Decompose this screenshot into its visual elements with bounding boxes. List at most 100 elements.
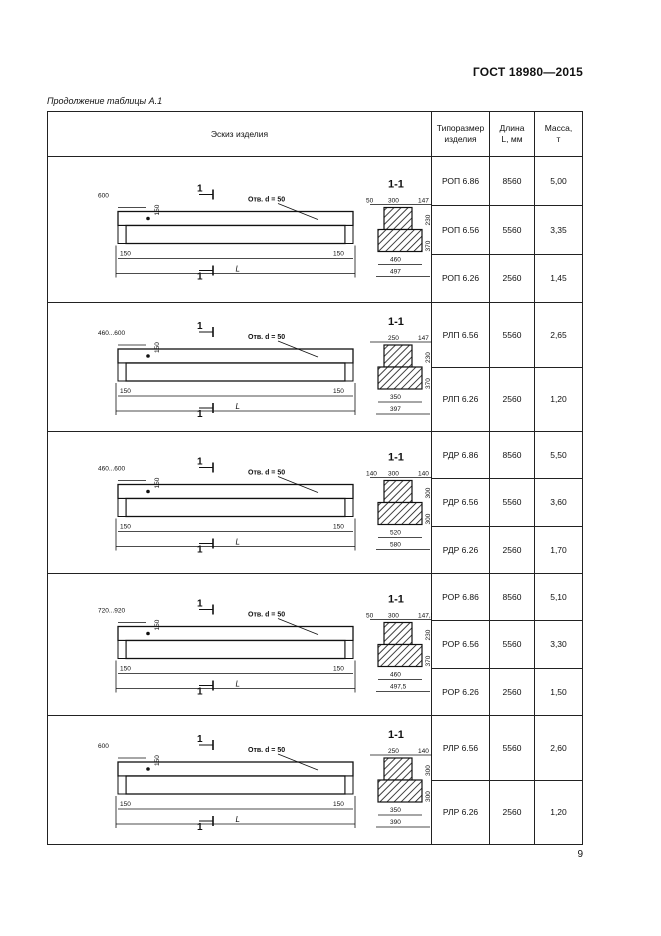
dim-end-left: 150 bbox=[120, 666, 131, 673]
cell-length: 2560 bbox=[489, 779, 535, 845]
table-caption: Продолжение таблицы А.1 bbox=[47, 96, 163, 106]
dim-end-left: 150 bbox=[120, 524, 131, 531]
dim-depth: 150 bbox=[154, 342, 161, 353]
section-bottom-part bbox=[377, 228, 423, 253]
section-top-part bbox=[383, 206, 413, 231]
section-bottom-part bbox=[377, 366, 423, 390]
dim-end-left: 150 bbox=[120, 388, 131, 395]
beam-web bbox=[125, 362, 346, 382]
beam-end-right bbox=[344, 225, 354, 244]
section-view: 1-1250140300300600350390 bbox=[370, 729, 432, 828]
dim-left-offset: 460...600 bbox=[98, 330, 125, 337]
dim-sec-bottom-b: 497,5 bbox=[390, 684, 407, 691]
cell-type: РОП 6.86 bbox=[431, 155, 490, 207]
hole-leader bbox=[277, 618, 319, 635]
dim-sec-top-right: 140 bbox=[418, 748, 429, 755]
beam-web bbox=[125, 497, 346, 518]
dim-sec-top-left: 50 bbox=[366, 198, 374, 205]
dim-sec-top-left: 140 bbox=[366, 471, 377, 478]
cell-length: 2560 bbox=[489, 667, 535, 717]
cell-mass: 1,50 bbox=[534, 667, 583, 717]
header-mass: Масса, т bbox=[534, 111, 583, 157]
dim-end-right: 150 bbox=[333, 524, 344, 531]
dim-sec-top-mid: 250 bbox=[388, 748, 399, 755]
section-bottom-part bbox=[377, 779, 423, 803]
beam-end-left bbox=[117, 640, 127, 659]
dim-L-label: L bbox=[236, 680, 240, 689]
cell-mass: 3,60 bbox=[534, 478, 583, 527]
section-title: 1-1 bbox=[388, 594, 404, 606]
section-top-part bbox=[383, 344, 413, 368]
section-title: 1-1 bbox=[388, 452, 404, 464]
dim-left-offset: 600 bbox=[98, 193, 109, 200]
cell-length: 5560 bbox=[489, 205, 535, 255]
beam-end-right bbox=[344, 775, 354, 795]
header-mass-line1: Масса, bbox=[544, 123, 573, 133]
cell-type: РОП 6.26 bbox=[431, 253, 490, 304]
beam-end-right bbox=[344, 640, 354, 659]
beam-web bbox=[125, 224, 346, 245]
dim-depth: 150 bbox=[154, 619, 161, 630]
beam-elevation bbox=[117, 625, 354, 660]
dim-sec-right-b: 370 bbox=[425, 378, 432, 389]
spec-table: Эскиз изделия Типоразмер изделия Длина L… bbox=[47, 111, 583, 845]
header-type: Типоразмер изделия bbox=[431, 111, 490, 157]
cell-mass: 1,45 bbox=[534, 253, 583, 304]
cell-mass: 5,10 bbox=[534, 572, 583, 622]
dim-left-offset: 720...920 bbox=[98, 608, 125, 615]
beam-elevation bbox=[117, 210, 354, 245]
cut-label-bottom: 1 bbox=[197, 687, 203, 698]
dim-depth: 150 bbox=[154, 477, 161, 488]
cell-type: РОР 6.26 bbox=[431, 667, 490, 717]
dim-sec-top-left: 50 bbox=[366, 613, 374, 620]
cut-label-top: 1 bbox=[197, 321, 203, 332]
dim-sec-right-a: 230 bbox=[425, 214, 432, 225]
cell-type: РДР 6.56 bbox=[431, 478, 490, 527]
beam-end-left bbox=[117, 225, 127, 244]
header-type-line2: изделия bbox=[444, 134, 477, 144]
page-number: 9 bbox=[577, 849, 583, 860]
dim-sec-right-b: 300 bbox=[425, 513, 432, 524]
dim-sec-right-a: 230 bbox=[425, 352, 432, 363]
cell-type: РЛР 6.56 bbox=[431, 715, 490, 781]
dim-end-right: 150 bbox=[333, 801, 344, 808]
beam-elevation bbox=[117, 761, 354, 795]
dim-end-left: 150 bbox=[120, 801, 131, 808]
header-sketch: Эскиз изделия bbox=[47, 111, 432, 157]
header-length: Длина L, мм bbox=[489, 111, 535, 157]
header-type-line1: Типоразмер bbox=[436, 123, 485, 133]
section-view: 1-1250147230370600350397 bbox=[370, 316, 432, 415]
dim-sec-bottom-a: 350 bbox=[390, 394, 401, 401]
cell-length: 5560 bbox=[489, 478, 535, 527]
dim-end-right: 150 bbox=[333, 251, 344, 258]
section-title: 1-1 bbox=[388, 316, 404, 328]
dim-end-right: 150 bbox=[333, 388, 344, 395]
hole-mark bbox=[146, 489, 150, 494]
section-bottom-part bbox=[377, 501, 423, 526]
hole-leader bbox=[277, 753, 319, 771]
dim-sec-right-b: 370 bbox=[425, 655, 432, 666]
cell-mass: 1,20 bbox=[534, 779, 583, 845]
dim-depth: 150 bbox=[154, 755, 161, 766]
dim-sec-top-right: 140 bbox=[418, 471, 429, 478]
dim-sec-top-right: 147,5 bbox=[418, 613, 432, 620]
cell-mass: 5,50 bbox=[534, 430, 583, 480]
cell-mass: 3,35 bbox=[534, 205, 583, 255]
header-length-line1: Длина bbox=[499, 123, 525, 133]
hole-mark bbox=[146, 631, 150, 636]
cell-type: РОР 6.56 bbox=[431, 620, 490, 669]
cell-type: РДР 6.26 bbox=[431, 525, 490, 575]
cell-type: РОР 6.86 bbox=[431, 572, 490, 622]
cell-mass: 3,30 bbox=[534, 620, 583, 669]
